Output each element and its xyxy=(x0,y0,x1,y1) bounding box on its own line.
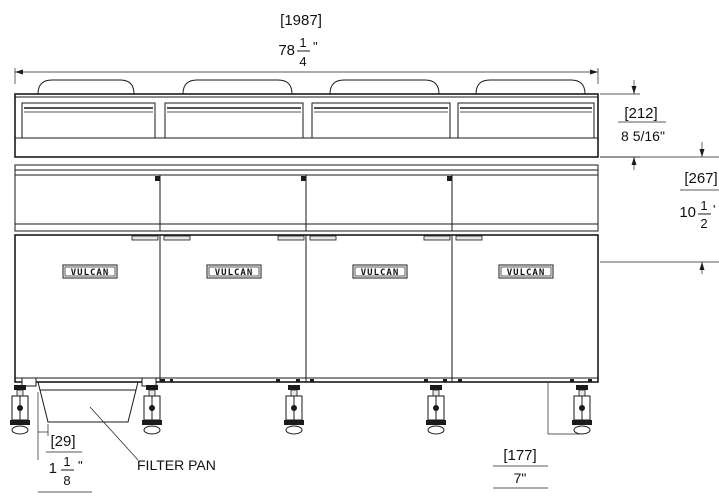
filter-clearance-unit: " xyxy=(78,458,83,473)
top-section-dimension: [212] 8 5/16" xyxy=(600,80,666,170)
filter-clearance-mm: [29] xyxy=(50,433,75,450)
overall-width-unit: " xyxy=(313,39,318,54)
brand-badge-4: VULCAN xyxy=(498,264,554,279)
filter-clearance-whole: 1 xyxy=(49,460,57,477)
drawer-section xyxy=(14,174,599,232)
caster-2 xyxy=(142,385,162,435)
top-section-inch: 8 5/16" xyxy=(621,128,665,144)
caster-5 xyxy=(572,385,592,435)
drawer-section-unit: ' xyxy=(713,202,715,217)
drawer-section-numerator: 1 xyxy=(700,198,707,213)
brand-badge-1: VULCAN xyxy=(62,264,118,279)
basket-hood-1 xyxy=(21,79,156,139)
filter-pan-callout: FILTER PAN xyxy=(89,406,216,473)
caster-height-mm: [177] xyxy=(503,447,536,464)
overall-width-mm: [1987] xyxy=(280,12,322,29)
brand-badges: VULCAN VULCAN VULCAN VULCAN xyxy=(62,264,554,279)
drawer-section-whole: 10 xyxy=(679,204,696,221)
basket-hood-3 xyxy=(311,79,451,139)
filter-pan xyxy=(21,377,157,423)
svg-text:VULCAN: VULCAN xyxy=(507,268,546,278)
overall-width-dimension: [1987] 78 1 4 " xyxy=(14,12,599,84)
filter-clearance-denominator: 8 xyxy=(63,473,70,488)
door-handles xyxy=(131,235,483,241)
caster-4 xyxy=(426,385,446,435)
door-section xyxy=(14,234,599,383)
caster-height-inch: 7" xyxy=(514,470,527,486)
svg-text:VULCAN: VULCAN xyxy=(71,268,110,278)
drawer-section-denominator: 2 xyxy=(700,216,707,231)
filter-clearance-dimension: [29] 1 1 8 " xyxy=(37,392,92,493)
caster-height-dimension: [177] 7" xyxy=(493,382,580,489)
control-strip xyxy=(14,164,599,176)
top-section-mm: [212] xyxy=(624,105,657,122)
basket-hood-2 xyxy=(164,79,304,139)
caster-3 xyxy=(284,385,304,435)
drawer-section-dimension: [267] 10 1 2 ' xyxy=(600,142,719,274)
bottom-rail-details xyxy=(160,379,592,382)
svg-text:VULCAN: VULCAN xyxy=(361,268,400,278)
overall-width-denominator: 4 xyxy=(299,54,306,69)
filter-pan-label: FILTER PAN xyxy=(137,457,216,473)
overall-width-whole: 78 xyxy=(278,42,295,59)
svg-text:VULCAN: VULCAN xyxy=(215,268,254,278)
filter-clearance-numerator: 1 xyxy=(63,454,70,469)
brand-badge-3: VULCAN xyxy=(352,264,408,279)
basket-hood-4 xyxy=(457,79,595,139)
brand-badge-2: VULCAN xyxy=(206,264,262,279)
drawer-section-mm: [267] xyxy=(684,170,717,187)
overall-width-numerator: 1 xyxy=(299,35,306,50)
caster-1 xyxy=(10,385,30,435)
